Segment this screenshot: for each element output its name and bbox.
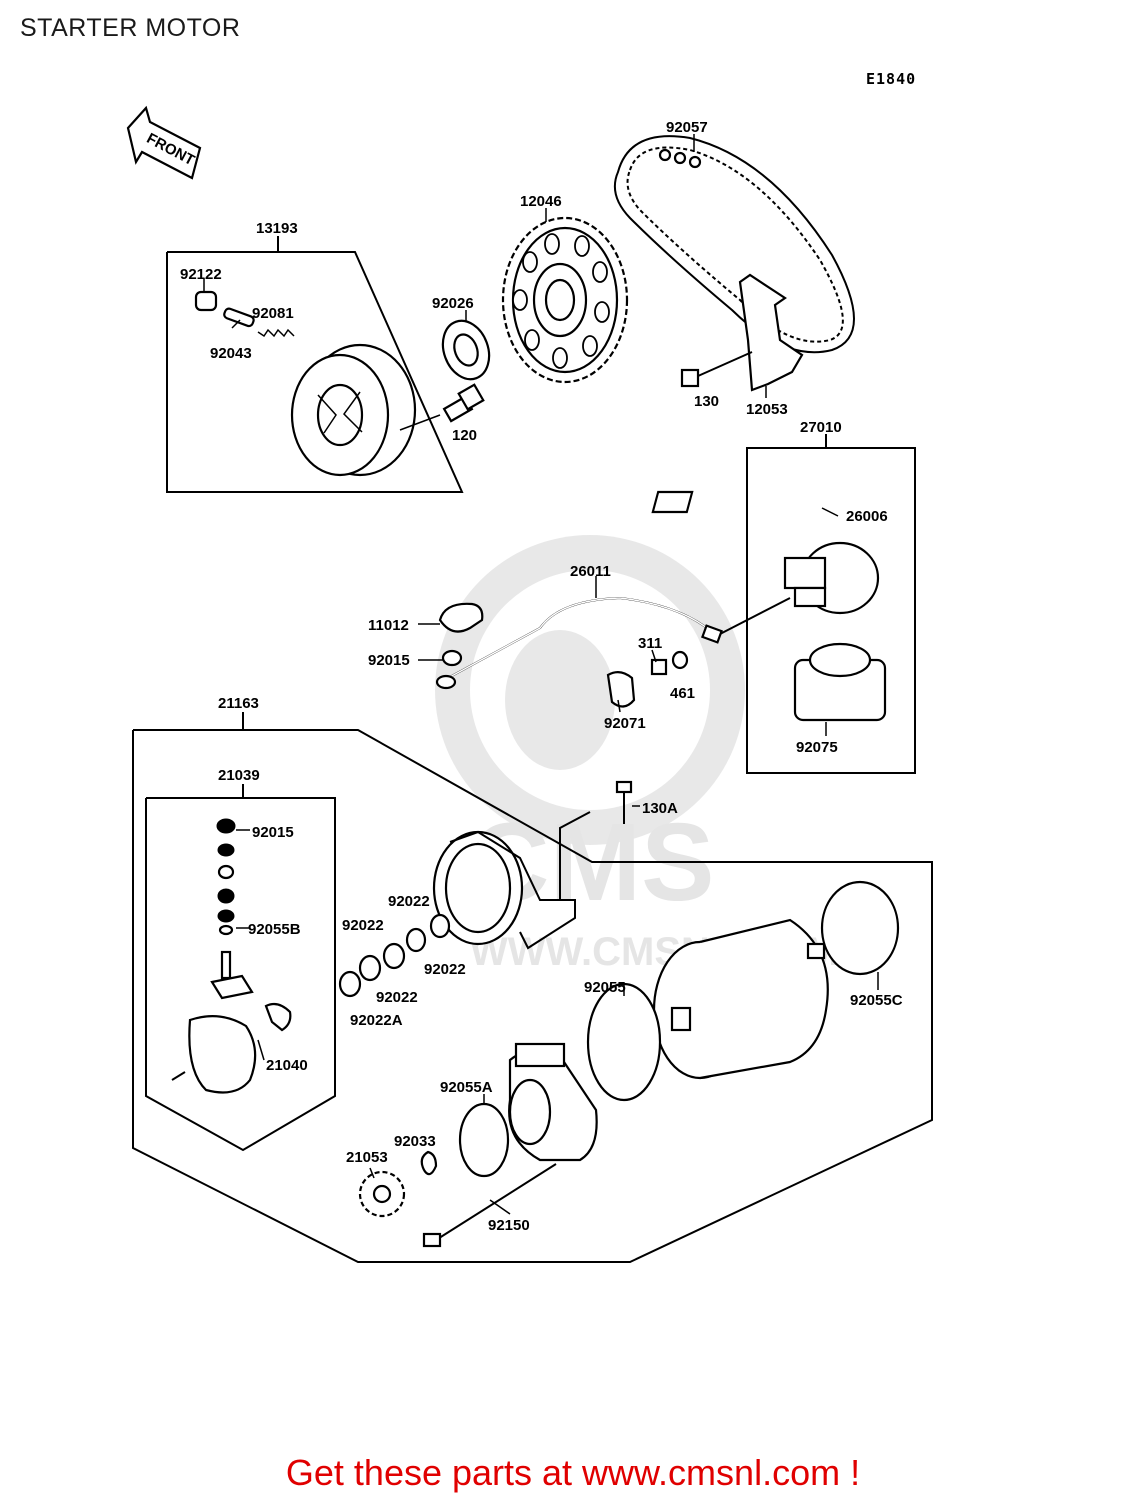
callout-92022-b: 92022 (342, 917, 384, 934)
chain-guide-12053-part (738, 273, 804, 392)
circlip-92033-part (420, 1150, 438, 1176)
starter-clutch-group (166, 236, 464, 493)
bolt-130-part (680, 351, 753, 388)
callout-92055c: 92055C (850, 992, 903, 1009)
callout-130: 130 (694, 393, 719, 410)
callout-92055: 92055 (584, 979, 626, 996)
callout-27010: 27010 (800, 419, 842, 436)
callout-92055A: 92055A (440, 1079, 493, 1096)
cable-26011-part (435, 596, 791, 690)
callout-92015-lower: 92015 (252, 824, 294, 841)
callout-92075: 92075 (796, 739, 838, 756)
washer-92026-part (441, 319, 491, 381)
relay-part (783, 541, 880, 615)
callout-92071: 92071 (604, 715, 646, 732)
parts-diagram: CMS WWW.CMSNL.COM FRONT (126, 105, 933, 1263)
callout-92122: 92122 (180, 266, 222, 283)
callout-92057: 92057 (666, 119, 708, 136)
leader-lines (203, 134, 879, 1215)
relay-group (651, 434, 916, 774)
callout-92022A: 92022A (350, 1012, 403, 1029)
bracket-housing-part (432, 830, 576, 950)
chain-92057-part (614, 135, 855, 354)
callout-labels: 13193 92122 92081 92043 92026 120 12046 … (180, 119, 903, 1234)
starter-motor-group (132, 712, 933, 1263)
callout-92026: 92026 (432, 295, 474, 312)
callout-21040: 21040 (266, 1057, 308, 1074)
diagram-code: E1840 (866, 70, 917, 88)
callout-92150: 92150 (488, 1217, 530, 1234)
callout-26011: 26011 (570, 563, 611, 580)
gear-21053-part (358, 1170, 406, 1218)
brush-21040-part (264, 1002, 292, 1032)
callout-92033: 92033 (394, 1133, 436, 1150)
callout-130a: 130A (642, 800, 678, 817)
boot-11012-part (438, 602, 484, 633)
promo-link[interactable]: Get these parts at www.cmsnl.com ! (285, 1452, 861, 1493)
washers-92022-part (338, 913, 451, 998)
relay-cover-92075-part (793, 642, 887, 722)
sprocket-12046-part (501, 216, 629, 384)
bolt-130a-part (559, 780, 633, 900)
callout-461: 461 (670, 685, 695, 702)
roller-part (194, 290, 218, 312)
front-arrow-icon: FRONT (126, 105, 202, 180)
callout-92022-a: 92022 (388, 893, 430, 910)
o-ring-92055c-part (820, 880, 900, 976)
callout-311: 311 (638, 635, 662, 652)
callout-92081: 92081 (252, 305, 294, 322)
callout-21053: 21053 (346, 1149, 388, 1166)
callout-92043: 92043 (210, 345, 252, 362)
brush-holder-group (145, 784, 336, 1152)
bolt-92150-part (422, 1163, 557, 1248)
spring-part (257, 328, 295, 338)
callout-26006: 26006 (846, 508, 888, 525)
motor-yoke-part (652, 918, 829, 1080)
o-ring-92055-part (586, 982, 662, 1102)
callout-12046: 12046 (520, 193, 562, 210)
callout-12053: 12053 (746, 401, 788, 418)
nut-92015-part (441, 649, 463, 667)
callout-21163: 21163 (218, 695, 259, 712)
fuse-26006-part (651, 490, 694, 514)
page-title: STARTER MOTOR (20, 14, 241, 42)
callout-21039: 21039 (218, 767, 260, 784)
callout-92022-c: 92022 (424, 961, 466, 978)
o-ring-92055a-part (458, 1102, 510, 1178)
callout-92015-upper: 92015 (368, 652, 410, 669)
nut-311-part (650, 658, 668, 676)
bolt-120-part (442, 383, 485, 423)
washer-461-part (671, 650, 689, 670)
cap-92071-part (606, 671, 636, 708)
callout-13193: 13193 (256, 220, 298, 237)
end-cover-part (508, 1042, 598, 1162)
callout-120: 120 (452, 427, 477, 444)
pin-part (223, 307, 255, 328)
callout-92022-d: 92022 (376, 989, 418, 1006)
callout-92055b: 92055B (248, 921, 301, 938)
brush-plate-part (188, 1015, 257, 1094)
callout-11012: 11012 (368, 617, 409, 634)
